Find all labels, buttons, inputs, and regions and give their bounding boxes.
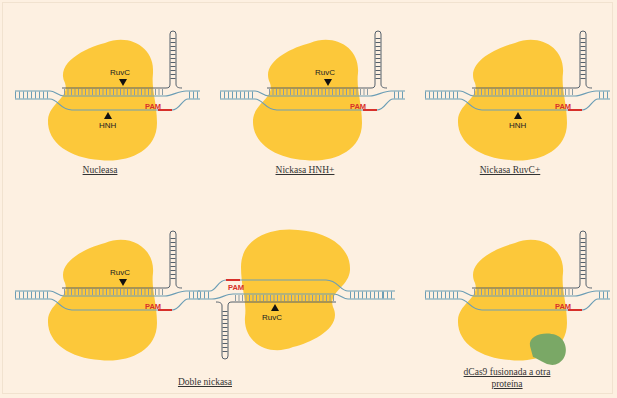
- blob-shape: [250, 28, 365, 163]
- panel-caption: Nickasa HNH+: [245, 164, 365, 176]
- pam-label: PAM: [145, 302, 161, 311]
- pam-label: PAM: [350, 102, 366, 111]
- fused-protein: [530, 333, 566, 364]
- domain-label: RuvC: [110, 268, 130, 277]
- dna-complex: [425, 31, 610, 110]
- cas9-blob: RuvC PAM: [45, 228, 160, 363]
- dna-complex: [425, 231, 610, 310]
- blob-fill: [48, 40, 157, 161]
- pam-label: PAM: [555, 302, 571, 311]
- dna-duplex: [383, 291, 395, 299]
- cut-triangle: [119, 79, 127, 86]
- cas9-blob: RuvC PAM: [250, 28, 365, 163]
- dna-complex: [15, 31, 200, 110]
- domain-label: RuvC: [315, 68, 335, 77]
- blob-fill: [253, 40, 362, 161]
- cas9-blob: PAM: [455, 228, 570, 363]
- dna-complex: [220, 31, 405, 110]
- cut-triangle: [514, 112, 522, 119]
- blob-shape: [455, 28, 570, 163]
- blob-shape: [455, 228, 570, 363]
- blob-shape: [45, 28, 160, 163]
- pam-label: PAM: [555, 102, 571, 111]
- blob-shape: [238, 227, 353, 362]
- panel-caption: Nucleasa: [40, 164, 160, 176]
- blob-fill: [458, 240, 567, 361]
- pam-label: PAM: [145, 102, 161, 111]
- cas9-blob: HNH PAM: [455, 28, 570, 163]
- panel-caption: Doble nickasa: [145, 376, 265, 388]
- domain-label: HNH: [509, 121, 526, 130]
- cut-triangle: [271, 304, 279, 311]
- cut-triangle: [104, 112, 112, 119]
- domain-label: RuvC: [262, 313, 282, 322]
- blob-fill: [241, 229, 350, 350]
- panel-caption: Nickasa RuvC+: [450, 164, 570, 176]
- domain-label: RuvC: [110, 68, 130, 77]
- cut-triangle: [119, 279, 127, 286]
- cas9-blob: RuvCPAM: [238, 227, 353, 362]
- blob-fill: [48, 240, 157, 361]
- cas9-blob: RuvC HNH PAM: [45, 28, 160, 163]
- blob-fill: [458, 40, 567, 161]
- blob-shape: [45, 228, 160, 363]
- domain-label: HNH: [99, 121, 116, 130]
- dna-complex: [198, 280, 383, 359]
- dna-rungs: [383, 292, 395, 299]
- dna-complex: [15, 231, 200, 310]
- pam-label: PAM: [228, 283, 244, 292]
- panel-caption: dCas9 fusionada a otra proteína: [459, 366, 555, 390]
- cut-triangle: [324, 79, 332, 86]
